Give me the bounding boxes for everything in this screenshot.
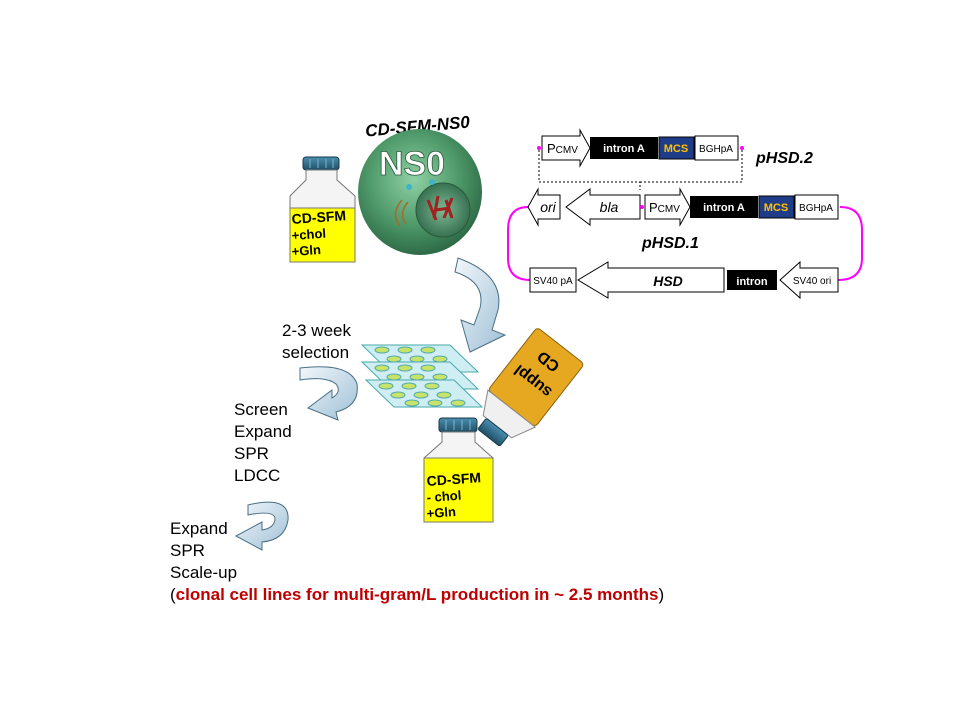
phsd1-mcs: MCS — [764, 202, 788, 214]
phsd1-hsd-arrow — [577, 261, 725, 299]
curved-arrow-3 — [234, 501, 289, 551]
phsd1-bla: bla — [600, 199, 619, 215]
final-open-paren: ( — [170, 585, 176, 604]
supplement-bottle: CD suppl — [478, 328, 584, 447]
step-expand-line-2: SPR — [170, 541, 205, 560]
phsd1-sv40ori-arrow — [779, 260, 839, 300]
final-highlight: clonal cell lines for multi-gram/L produ… — [175, 585, 659, 604]
phsd1-intron2: intron — [736, 276, 767, 288]
bottle-top-line-3: +Gln — [291, 242, 321, 259]
step-screen-line-4: LDCC — [234, 466, 281, 485]
bottle-bottom-line-1: CD-SFM — [426, 469, 481, 489]
phsd2-promoter: P — [547, 141, 556, 156]
svg-text:PCMV: PCMV — [649, 200, 680, 215]
bottle-top-line-2: +chol — [291, 226, 326, 243]
phsd2-mcs: MCS — [664, 143, 688, 155]
mitochondria-icon — [394, 199, 409, 227]
curved-arrow-1 — [454, 257, 507, 353]
phsd1-bla-arrow — [565, 188, 641, 226]
step-expand: Expand SPR Scale-up — [170, 518, 237, 584]
phsd2-promoter-sub: CMV — [556, 145, 579, 156]
insertion-lines — [538, 150, 743, 190]
bottle-bottom-line-2: - chol — [426, 488, 462, 505]
step-expand-line-3: Scale-up — [170, 563, 238, 582]
phsd2-intron: intron A — [603, 143, 645, 155]
bottle-bottom-line-3: +Gln — [426, 504, 456, 521]
final-close-paren: ) — [658, 585, 665, 604]
medium-bottle-bottom: CD-SFM - chol +Gln — [423, 417, 494, 523]
phsd1-promoter: P — [649, 200, 658, 215]
step-selection-line-1: 2-3 week — [282, 321, 351, 340]
step-expand-line-1: Expand — [170, 519, 228, 538]
phsd1-backbone-left — [507, 206, 531, 281]
phsd1-promoter-sub: CMV — [658, 204, 681, 215]
final-outcome: (clonal cell lines for multi-gram/L prod… — [170, 585, 664, 605]
medium-bottle-top: CD-SFM +chol +Gln — [289, 156, 356, 263]
step-screen-line-3: SPR — [234, 444, 269, 463]
phsd2-promoter-arrow — [541, 128, 591, 168]
phsd1-polya: BGHpA — [799, 203, 833, 214]
phsd1-hsd: HSD — [653, 273, 683, 289]
step-selection-line-2: selection — [282, 343, 350, 362]
phsd2-polya: BGHpA — [699, 144, 733, 155]
svg-text:PCMV: PCMV — [547, 141, 578, 156]
phsd1-promoter-arrow — [644, 187, 691, 227]
step-selection: 2-3 week selection — [282, 320, 351, 364]
step-screen-line-1: Screen — [234, 400, 288, 419]
phsd1-name: pHSD.1 — [641, 235, 699, 252]
culture-plates — [360, 344, 484, 408]
phsd2-cassette: PCMV intron A MCS BGHpA pHSD.2 — [537, 128, 813, 168]
phsd1-sv40ori: SV40 ori — [793, 276, 831, 287]
step-screen-line-2: Expand — [234, 422, 292, 441]
ns0-cell: NS0 — [358, 129, 482, 255]
phsd1-sv40pa: SV40 pA — [533, 276, 573, 287]
phsd1-backbone-right — [837, 206, 863, 281]
bottle-top-line-1: CD-SFM — [291, 207, 346, 227]
chromosomes-icon — [426, 195, 454, 221]
step-screen: Screen Expand SPR LDCC — [234, 399, 292, 487]
phsd1-plasmid: ori bla PCMV intron A MCS BGHpA pHSD.1 S… — [507, 187, 863, 300]
phsd1-ori-arrow — [527, 187, 561, 227]
curved-arrow-2 — [299, 366, 358, 421]
cell-label: NS0 — [379, 145, 445, 183]
phsd1-intron: intron A — [703, 202, 745, 214]
phsd2-name: pHSD.2 — [755, 150, 813, 167]
phsd1-ori: ori — [540, 199, 556, 215]
